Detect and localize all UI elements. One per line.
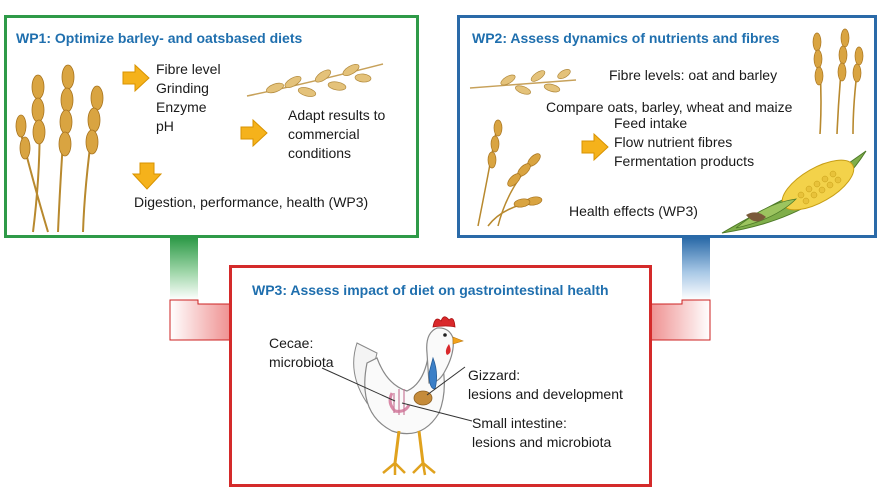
wp1-box: WP1: Optimize barley- and oatsbased diet… (4, 15, 419, 238)
wheat-ear-icon (477, 119, 543, 227)
wp1-adapt-line-2: commercial (288, 126, 360, 142)
wp3-cecae-line-1: Cecae: (269, 335, 314, 351)
wp2-health-effects: Health effects (WP3) (569, 203, 698, 219)
wp1-factor-ph: pH (156, 118, 174, 134)
wp2-title: WP2: Assess dynamics of nutrients and fi… (472, 30, 780, 46)
wp3-small-intestine-line-1: Small intestine: (472, 415, 567, 431)
wp3-gizzard-label: Gizzard: lesions and development (468, 366, 623, 404)
wp3-small-intestine-line-2: lesions and microbiota (472, 434, 612, 450)
oat-spray-icon (469, 69, 577, 95)
chicken-icon (321, 316, 473, 476)
wp3-gizzard-line-2: lesions and development (468, 386, 623, 402)
wp2-compare: Compare oats, barley, wheat and maize (546, 99, 793, 115)
arrow-down-icon (131, 162, 163, 190)
wp1-adapt-line-3: conditions (288, 145, 352, 161)
wp2-measure-list: Feed intake Flow nutrient fibres Ferment… (614, 114, 754, 171)
wp3-cecae-label: Cecae: microbiota (269, 334, 334, 372)
wheat-ear-icon (15, 64, 104, 233)
wp1-factor-enzyme: Enzyme (156, 99, 207, 115)
wp2-measure-feed-intake: Feed intake (614, 115, 688, 131)
corn-cob-icon (721, 150, 867, 234)
wp3-box: WP3: Assess impact of diet on gastrointe… (229, 265, 652, 487)
wheat-ear-icon (812, 28, 864, 135)
wp2-fibre-levels: Fibre levels: oat and barley (609, 67, 778, 83)
wp3-cecae-line-2: microbiota (269, 354, 334, 370)
arrow-right-icon (581, 132, 609, 162)
wp1-title: WP1: Optimize barley- and oatsbased diet… (16, 30, 303, 46)
wp1-outcome: Digestion, performance, health (WP3) (134, 194, 369, 210)
wp3-gizzard-line-1: Gizzard: (468, 367, 521, 383)
arrow-right-icon (122, 63, 150, 93)
wp1-factor-list: Fibre level Grinding Enzyme pH (156, 60, 221, 136)
wp1-adapt-text: Adapt results to commercial conditions (288, 106, 385, 163)
wp2-measure-flow-nutrient-fibres: Flow nutrient fibres (614, 134, 733, 150)
oat-spray-icon (246, 63, 384, 97)
wp3-small-intestine-label: Small intestine: lesions and microbiota (472, 414, 611, 452)
wp1-adapt-line-1: Adapt results to (288, 107, 386, 123)
wp2-box: WP2: Assess dynamics of nutrients and fi… (457, 15, 877, 238)
wp1-factor-grinding: Grinding (156, 80, 209, 96)
arrow-right-icon (240, 118, 268, 148)
wp1-factor-fibre-level: Fibre level (156, 61, 221, 77)
wp3-title: WP3: Assess impact of diet on gastrointe… (252, 282, 609, 298)
wp2-measure-fermentation-products: Fermentation products (614, 153, 755, 169)
